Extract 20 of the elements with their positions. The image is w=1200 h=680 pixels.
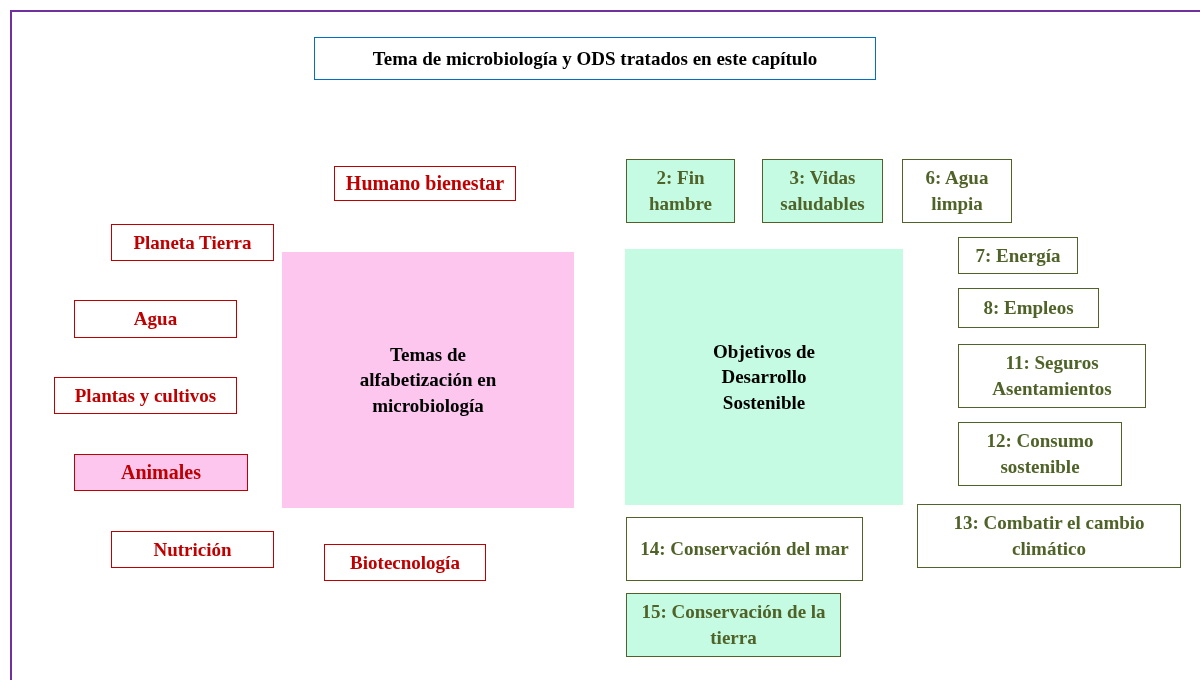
goal-box: 14: Conservación del mar <box>626 517 863 581</box>
topic-box: Nutrición <box>111 531 274 568</box>
central-topic-box: Temas de alfabetización en microbiología <box>282 252 574 508</box>
topic-box: Agua <box>74 300 237 338</box>
goal-box: 13: Combatir el cambio climático <box>917 504 1181 568</box>
goal-box: 7: Energía <box>958 237 1078 274</box>
goal-box: 15: Conservación de la tierra <box>626 593 841 657</box>
topic-box: Animales <box>74 454 248 491</box>
goal-box: 11: Seguros Asentamientos <box>958 344 1146 408</box>
goal-box: 2: Fin hambre <box>626 159 735 223</box>
goal-box: 12: Consumo sostenible <box>958 422 1122 486</box>
topic-box: Planeta Tierra <box>111 224 274 261</box>
topic-box: Biotecnología <box>324 544 486 581</box>
topic-box: Humano bienestar <box>334 166 516 201</box>
title-box: Tema de microbiología y ODS tratados en este capítulo <box>314 37 876 80</box>
central-goal-box: Objetivos de Desarrollo Sostenible <box>625 249 903 505</box>
goal-box: 6: Agua limpia <box>902 159 1012 223</box>
goal-box: 3: Vidas saludables <box>762 159 883 223</box>
goal-box: 8: Empleos <box>958 288 1099 328</box>
topic-box: Plantas y cultivos <box>54 377 237 414</box>
